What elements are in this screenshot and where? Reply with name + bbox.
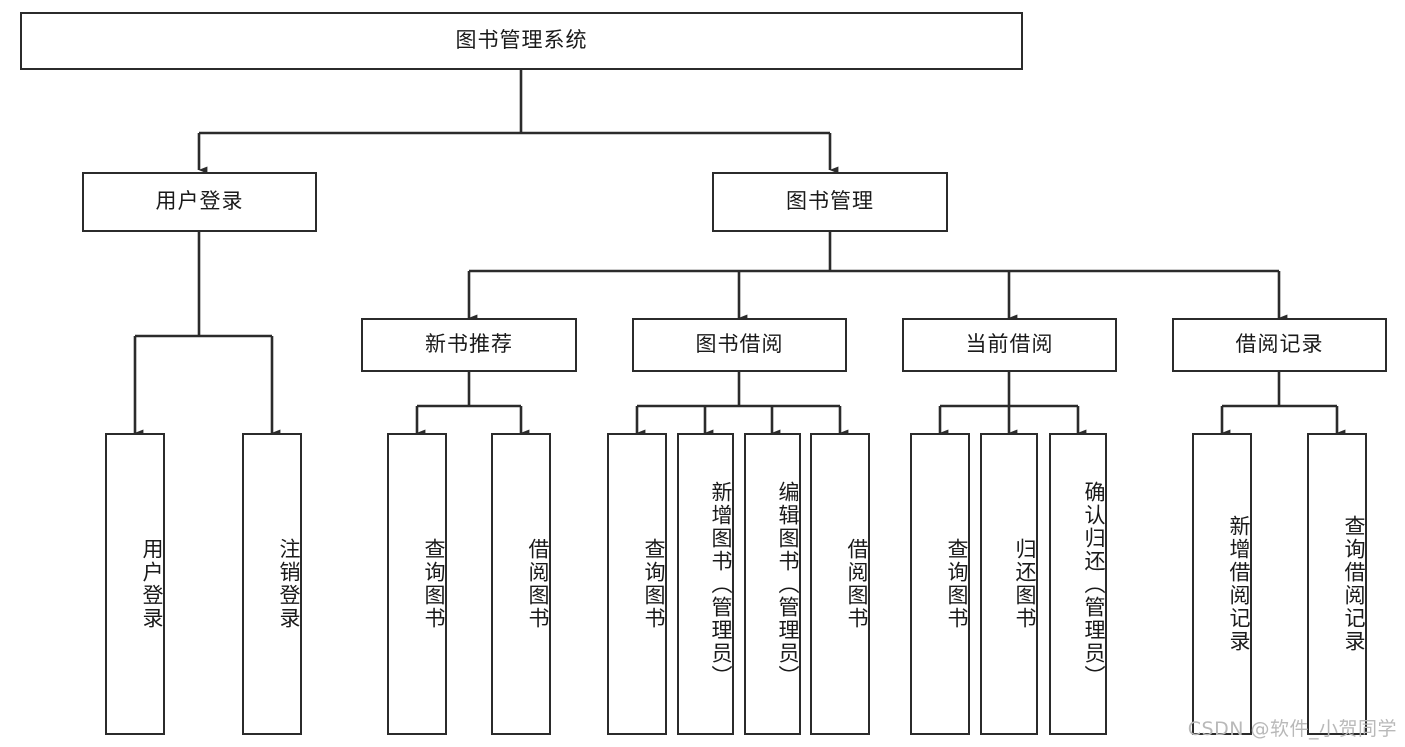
node-label: 借阅记录	[1235, 332, 1324, 357]
node-label: 归还图书	[1013, 538, 1037, 630]
node-book-borrow[interactable]: 图书借阅	[632, 318, 847, 372]
node-label: 借阅图书	[526, 538, 550, 630]
leaf-current-query-book[interactable]: 查询图书	[910, 433, 970, 735]
node-label: 查询图书	[422, 538, 446, 630]
leaf-user-login-logout[interactable]: 注销登录	[242, 433, 302, 735]
node-label: 图书管理	[786, 189, 874, 214]
leaf-borrow-add-book-admin[interactable]: 新增图书（管理员）	[677, 433, 734, 735]
node-label: 用户登录	[155, 189, 244, 214]
leaf-borrow-query-book[interactable]: 查询图书	[607, 433, 667, 735]
node-label: 图书管理系统	[455, 28, 588, 53]
node-label: 确认归还（管理员）	[1082, 480, 1106, 688]
node-label: 查询图书	[945, 538, 969, 630]
leaf-borrow-borrow-book[interactable]: 借阅图书	[810, 433, 870, 735]
node-new-book-recommend[interactable]: 新书推荐	[361, 318, 577, 372]
watermark-text: CSDN @软件_小贺同学	[1187, 718, 1397, 740]
leaf-new-book-query[interactable]: 查询图书	[387, 433, 447, 735]
node-user-login[interactable]: 用户登录	[82, 172, 317, 232]
node-label: 用户登录	[140, 538, 164, 630]
node-label: 新增借阅记录	[1227, 515, 1251, 653]
node-current-borrow[interactable]: 当前借阅	[902, 318, 1117, 372]
node-borrow-record[interactable]: 借阅记录	[1172, 318, 1387, 372]
node-label: 新增图书（管理员）	[709, 480, 733, 688]
node-label: 当前借阅	[965, 332, 1054, 357]
node-label: 图书借阅	[695, 332, 784, 357]
node-label: 查询图书	[642, 538, 666, 630]
leaf-record-query-record[interactable]: 查询借阅记录	[1307, 433, 1367, 735]
node-label: 编辑图书（管理员）	[776, 480, 800, 688]
leaf-borrow-edit-book-admin[interactable]: 编辑图书（管理员）	[744, 433, 801, 735]
leaf-record-add-record[interactable]: 新增借阅记录	[1192, 433, 1252, 735]
node-label: 查询借阅记录	[1342, 515, 1366, 653]
node-label: 注销登录	[277, 538, 301, 630]
leaf-current-confirm-return-admin[interactable]: 确认归还（管理员）	[1049, 433, 1107, 735]
node-label: 借阅图书	[845, 538, 869, 630]
node-label: 新书推荐	[425, 332, 513, 357]
leaf-user-login-login[interactable]: 用户登录	[105, 433, 165, 735]
node-root-system[interactable]: 图书管理系统	[20, 12, 1023, 70]
leaf-current-return-book[interactable]: 归还图书	[980, 433, 1038, 735]
node-book-management[interactable]: 图书管理	[712, 172, 948, 232]
leaf-new-book-borrow[interactable]: 借阅图书	[491, 433, 551, 735]
